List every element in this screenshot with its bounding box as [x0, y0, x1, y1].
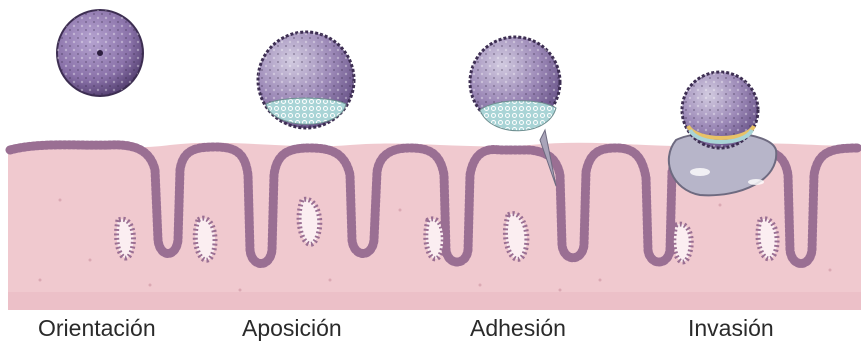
stage-label-adhesion: Adhesión: [470, 315, 566, 342]
stage-label-orientacion: Orientación: [38, 315, 156, 342]
tissue-bottom: [8, 292, 861, 310]
stage-label-aposicion: Aposición: [242, 315, 342, 342]
gland: [117, 219, 134, 258]
blastocyst-invasion: [669, 72, 776, 195]
stage-label-invasion: Invasión: [688, 315, 774, 342]
blastocyst-aposicion: [258, 32, 354, 128]
blastocyst-orientacion: [57, 10, 143, 96]
gland: [299, 199, 320, 244]
